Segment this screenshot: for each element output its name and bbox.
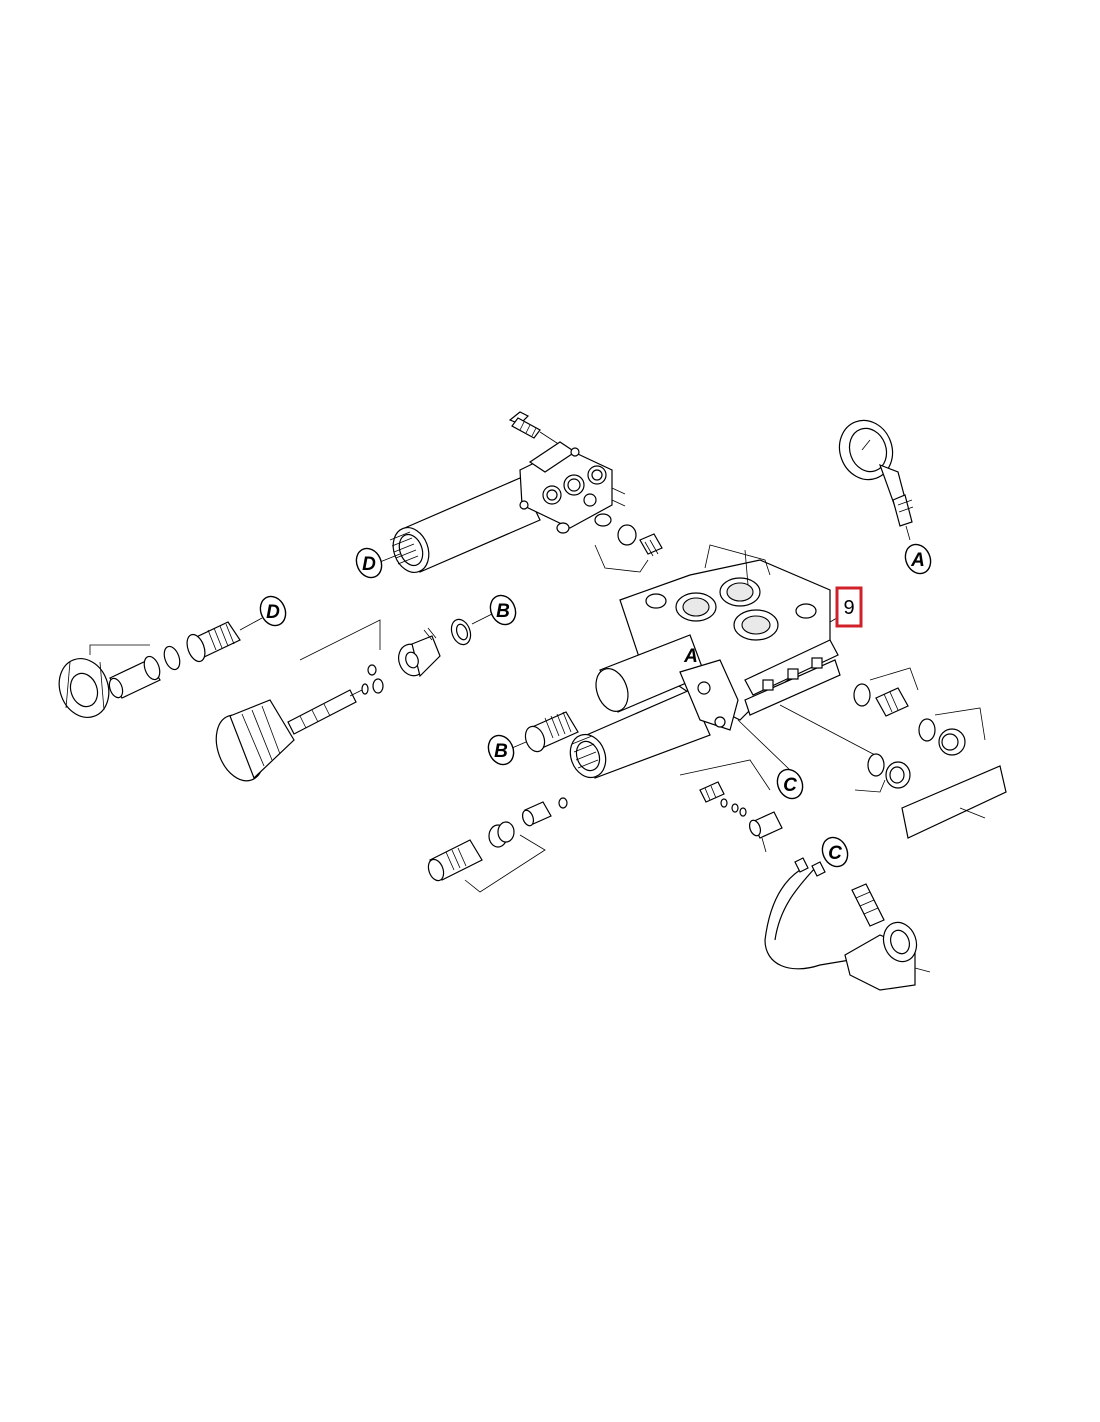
callout-c-center: C <box>776 768 804 800</box>
part-number-label: 9 <box>843 597 854 619</box>
o-ring <box>497 821 515 843</box>
callout-d-left: D <box>259 595 287 627</box>
callout-b-right: B <box>489 594 517 626</box>
o-ring <box>163 645 181 671</box>
callout-d-top: D <box>355 547 383 579</box>
leader-line <box>679 759 771 791</box>
o-ring <box>367 664 377 676</box>
manifold-bolt <box>508 411 561 446</box>
o-ring <box>594 513 612 527</box>
unloader-piston <box>398 635 441 678</box>
callout-a-top: A <box>904 543 932 575</box>
coupling-nut <box>58 658 110 718</box>
callout-d-top-label: D <box>362 554 376 575</box>
callout-a-top-label: A <box>910 550 925 571</box>
o-ring <box>361 683 369 695</box>
o-ring <box>372 678 384 694</box>
callout-c-lower-label: C <box>828 843 842 864</box>
cover-plate <box>901 765 1007 839</box>
inlet-filter <box>186 621 241 663</box>
injector-assembly <box>679 759 783 853</box>
highlight-box <box>835 586 863 628</box>
o-ring <box>867 753 885 777</box>
unloader-valve-assembly <box>215 613 493 782</box>
manifold-block <box>519 441 626 529</box>
o-ring <box>918 718 936 742</box>
wire <box>774 867 816 941</box>
adjuster-knob <box>215 699 295 782</box>
o-ring <box>617 524 637 546</box>
leader-line <box>89 644 150 655</box>
callout-a-body-label: A <box>683 646 698 667</box>
wire <box>764 869 851 970</box>
callout-c-center-label: C <box>783 775 797 796</box>
part-number-9-highlight[interactable]: 9 <box>835 586 863 628</box>
lower-valve-assembly <box>427 797 568 893</box>
manifold-tube <box>379 477 541 573</box>
sensor-assembly <box>764 857 931 991</box>
callout-a-body: A <box>683 646 698 667</box>
callout-b-right-label: B <box>496 601 510 622</box>
inlet-coupling-assembly <box>58 617 263 718</box>
hose-barb <box>108 655 161 699</box>
check-valve-b-assembly <box>511 711 579 753</box>
leader-line <box>594 544 649 573</box>
callout-d-left-label: D <box>266 602 280 623</box>
check-valve <box>639 533 663 557</box>
top-manifold-assembly <box>379 411 663 573</box>
o-ring <box>853 683 871 707</box>
callout-b-left-label: B <box>494 741 508 762</box>
callout-b-left: B <box>487 734 515 766</box>
unloader-stem <box>287 686 369 735</box>
leader-line <box>464 834 546 893</box>
leader-line <box>299 619 381 661</box>
pressure-gauge <box>838 419 914 541</box>
o-ring <box>556 522 570 534</box>
callout-c-lower: C <box>821 836 849 868</box>
pump-head <box>569 544 876 779</box>
right-plugs-assembly <box>853 667 1007 839</box>
